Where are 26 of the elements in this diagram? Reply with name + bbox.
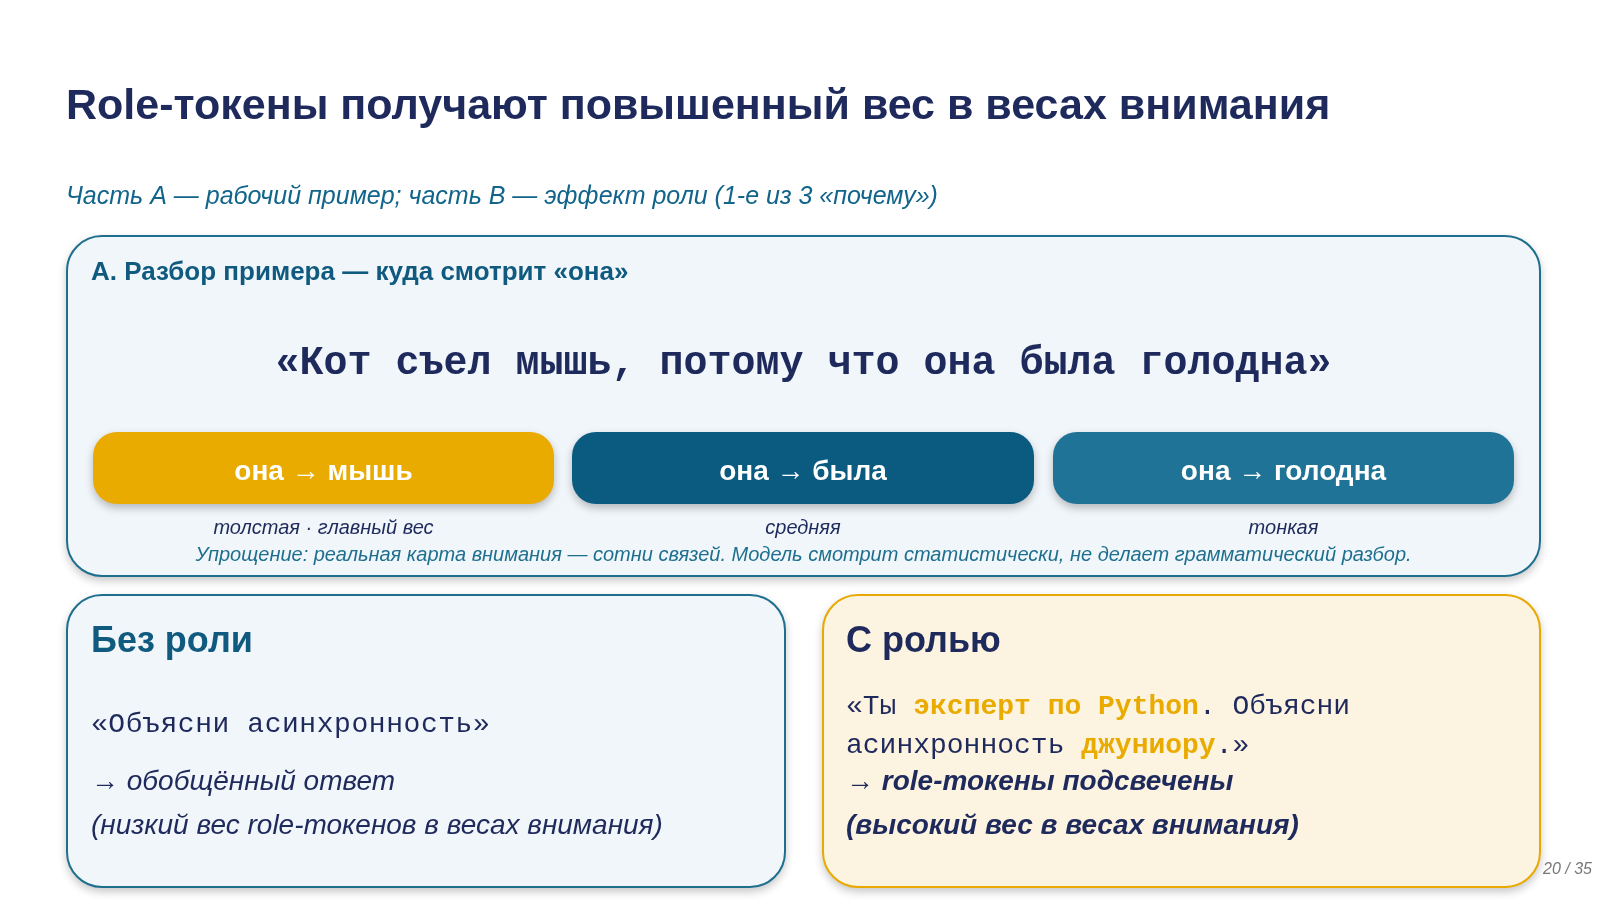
panel-heading: А. Разбор примера — куда смотрит «она»: [91, 256, 629, 286]
token-pair-pill: [93, 432, 554, 504]
example-sentence: «Кот съел мышь, потому что она была голодна»: [275, 340, 1332, 388]
token-pair-pill: [572, 432, 1034, 504]
weight-caption: толстая · главный вес: [213, 515, 434, 539]
panel-heading: Без роли: [91, 619, 253, 661]
token-pair-label: она → мышь: [234, 454, 413, 488]
result-text: → role-токены подсвечены: [846, 764, 1234, 798]
token-pair-pill: [1053, 432, 1514, 504]
comparison-panel: [822, 594, 1541, 888]
token-pair-label: она → была: [719, 454, 887, 488]
weight-caption: тонкая: [1248, 515, 1319, 539]
result-text: → обобщённый ответ: [91, 764, 396, 798]
footnote: Упрощение: реальная карта внимания — сотни связей. Модель смотрит статистически, не делает грамматический разбор.: [195, 542, 1412, 566]
token-pair-label: она → голодна: [1180, 454, 1387, 488]
slide-title: Role-токены получают повышенный вес в весах внимания: [66, 79, 1331, 129]
panel-heading: С ролью: [846, 619, 1001, 661]
weight-caption: средняя: [765, 515, 841, 539]
page-number: 20 / 35: [1543, 859, 1592, 879]
explanation-text: (высокий вес в весах внимания): [846, 808, 1299, 842]
subtitle: Часть А — рабочий пример; часть В — эффект роли (1-е из 3 «почему»): [66, 180, 938, 210]
comparison-panel: [66, 594, 786, 888]
explanation-text: (низкий вес role-токенов в весах внимания): [91, 808, 663, 842]
example-panel: [66, 235, 1541, 577]
prompt-text: «Ты эксперт по Python. Объясни асинхронность джуниору.»: [846, 690, 1352, 763]
prompt-text: «Объясни асинхронность»: [91, 708, 491, 742]
